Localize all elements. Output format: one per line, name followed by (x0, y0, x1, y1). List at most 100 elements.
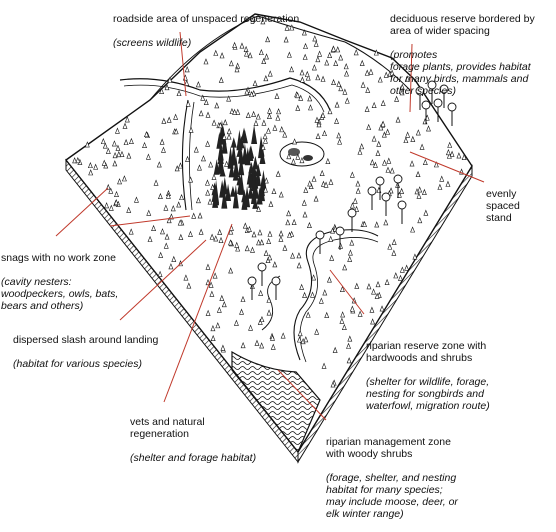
tree-icon (183, 274, 189, 281)
tree-icon (268, 200, 274, 207)
tree-icon (314, 328, 320, 335)
conifer-icon (229, 185, 236, 197)
tree-icon (369, 158, 375, 166)
tree-icon (272, 261, 278, 268)
deciduous-tree-icon (335, 226, 345, 236)
deciduous-tree-icon (447, 102, 457, 112)
tree-icon (105, 147, 111, 154)
tree-icon (210, 324, 216, 332)
tree-icon (419, 143, 425, 150)
tree-icon (210, 183, 216, 190)
tree-icon (349, 171, 355, 178)
tree-icon (347, 249, 353, 256)
tree-icon (201, 155, 206, 162)
conifer-icon (248, 161, 255, 174)
tree-icon (226, 133, 232, 140)
tree-icon (147, 235, 153, 242)
tree-icon (366, 123, 372, 130)
tree-icon (101, 159, 107, 166)
tree-icon (276, 108, 282, 115)
tree-icon (142, 141, 147, 148)
tree-icon (349, 239, 355, 246)
conifer-icon (219, 179, 226, 198)
tree-icon (336, 80, 342, 87)
tree-icon (213, 235, 219, 242)
tree-icon (343, 63, 349, 70)
tree-icon (119, 150, 125, 157)
tree-icon (366, 283, 372, 290)
tree-icon (128, 137, 134, 144)
tree-icon (331, 78, 336, 86)
tree-icon (379, 305, 385, 312)
tree-icon (342, 88, 348, 95)
tree-icon (371, 135, 377, 142)
tree-icon (87, 161, 93, 169)
tree-icon (275, 170, 281, 177)
tree-icon (382, 159, 387, 166)
tree-icon (387, 243, 393, 250)
tree-icon (208, 281, 214, 288)
tree-icon (360, 81, 366, 88)
tree-icon (121, 175, 127, 182)
tree-icon (275, 114, 281, 121)
tree-icon (373, 49, 379, 56)
tree-icon (161, 117, 167, 124)
tree-icon (250, 15, 256, 22)
tree-icon (259, 315, 265, 323)
tree-icon (157, 192, 163, 200)
tree-icon (385, 166, 391, 173)
conifer-icon (216, 131, 223, 149)
conifer-icon (244, 185, 251, 208)
tree-icon (279, 126, 285, 133)
tree-icon (198, 109, 204, 117)
conifer-icon (230, 137, 237, 148)
label-name: riparian reserve zone with hardwoods and… (366, 340, 487, 364)
label-name: evenly spaced stand (486, 188, 520, 224)
tree-icon (247, 52, 253, 59)
tree-icon (263, 137, 268, 144)
tree-icon (191, 212, 197, 219)
tree-icon (124, 116, 130, 123)
tree-icon (331, 45, 336, 52)
conifer-icon (221, 132, 228, 154)
tree-icon (251, 231, 257, 238)
tree-icon (318, 297, 324, 304)
tree-icon (216, 306, 222, 313)
tree-icon (168, 263, 174, 270)
tree-icon (445, 180, 451, 187)
tree-icon (72, 157, 78, 164)
tree-icon (224, 160, 230, 167)
tree-icon (315, 55, 321, 63)
tree-icon (144, 130, 149, 138)
tree-icon (371, 101, 377, 108)
conifer-icon (236, 146, 243, 157)
leader-lines (55, 31, 485, 421)
deciduous-tree-icon (347, 208, 357, 218)
tree-icon (398, 274, 403, 281)
tree-icon (102, 142, 108, 149)
tree-icon (188, 176, 194, 183)
deciduous-tree-icon (397, 200, 407, 210)
tree-icon (195, 196, 201, 204)
label-name: vets and natural regeneration (130, 416, 205, 440)
tree-icon (114, 127, 120, 134)
tree-icon (232, 108, 238, 115)
label-name: dispersed slash around landing (13, 334, 159, 346)
deciduous-tree-icon (421, 100, 431, 110)
tree-icon (297, 329, 303, 337)
tree-icon (266, 237, 272, 244)
tree-icon (259, 239, 265, 246)
tree-icon (374, 292, 380, 299)
deciduous-tree-icon (257, 262, 267, 272)
deciduous-trees (247, 80, 457, 300)
tree-icon (176, 201, 182, 208)
conifer-icon (211, 184, 218, 202)
tree-icon (353, 49, 359, 56)
label-snags-no-work-zone: snags with no work zone (cavity nesters:… (1, 240, 118, 324)
tree-icon (412, 253, 418, 260)
label-riparian-management-zone: riparian management zone with woody shru… (326, 424, 458, 532)
tree-icon (218, 236, 224, 243)
tree-icon (315, 132, 321, 139)
tree-icon (233, 319, 239, 326)
tree-icon (307, 180, 313, 187)
